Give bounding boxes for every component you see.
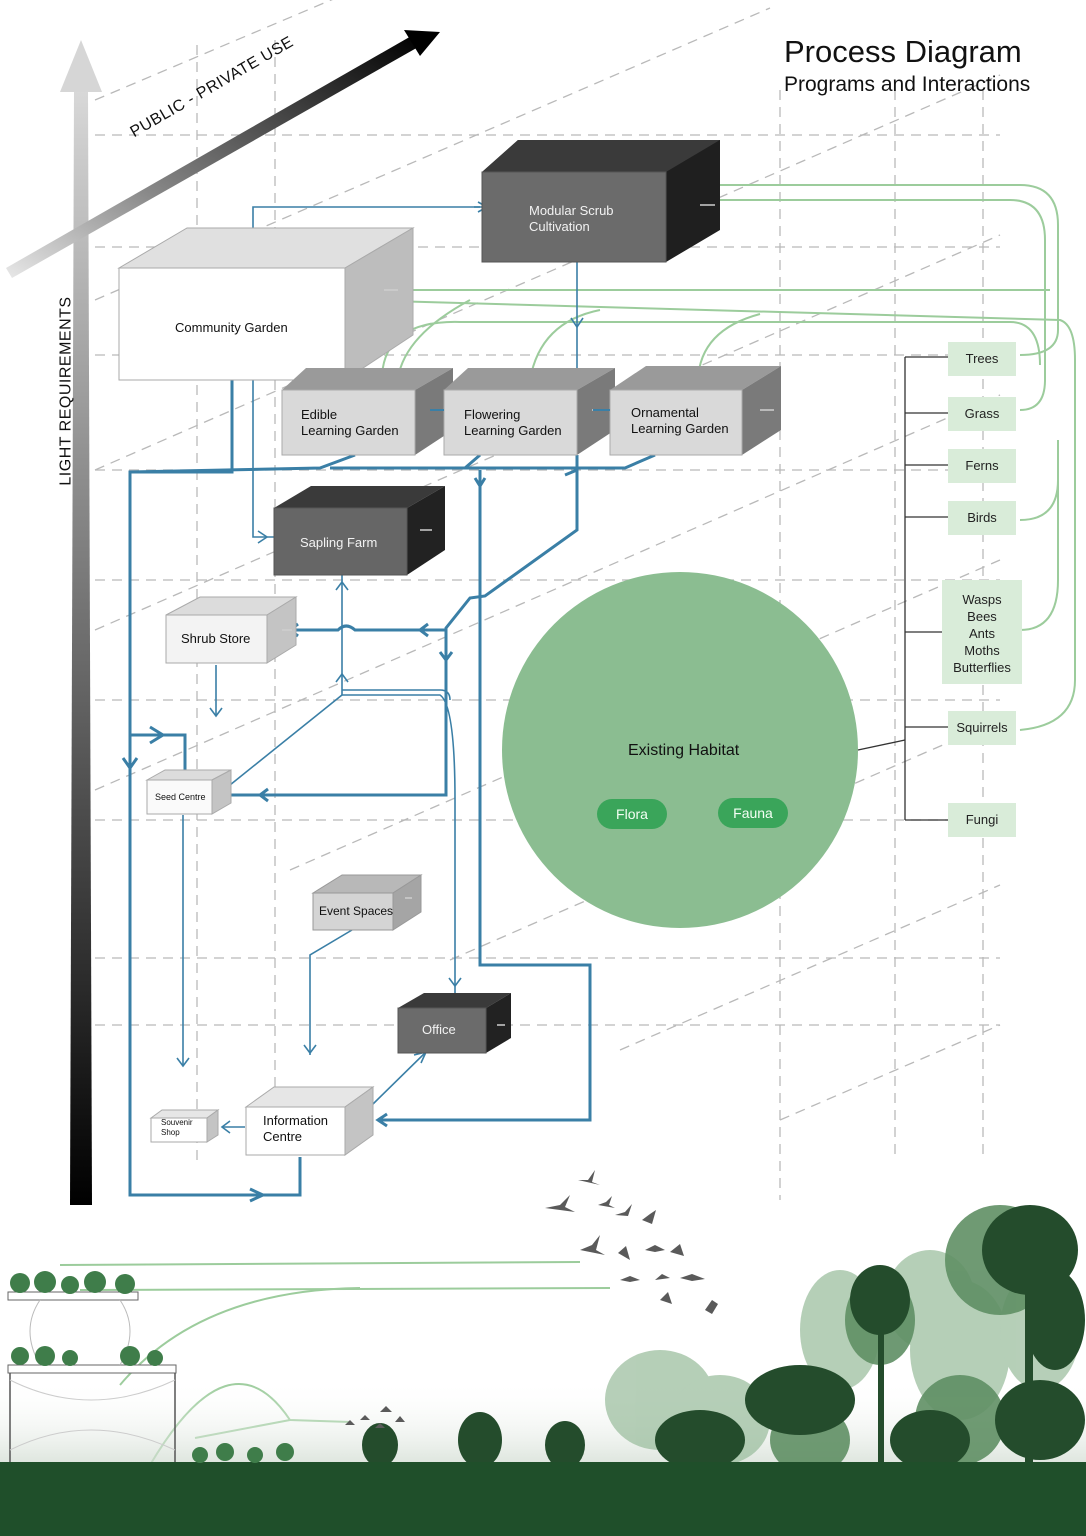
page-title: Process Diagram <box>784 34 1022 69</box>
existing-habitat-circle <box>502 572 858 928</box>
modular-scrub-structure <box>7 1271 294 1463</box>
species-squirrels: Squirrels <box>948 711 1016 745</box>
species-birds: Birds <box>948 501 1016 535</box>
office-label: Office <box>422 1022 456 1037</box>
existing-habitat-label: Existing Habitat <box>628 742 740 759</box>
office-box <box>397 993 511 1054</box>
fauna-pill: Fauna <box>718 798 788 828</box>
flowering-garden-box <box>443 368 615 456</box>
community-garden-label: Community Garden <box>175 320 288 335</box>
species-fungi: Fungi <box>948 803 1016 837</box>
blue-arrowheads-thin <box>176 201 584 1134</box>
seed-centre-label: Seed Centre <box>155 792 206 802</box>
species-tree-lines <box>857 356 948 821</box>
shrub-store-label: Shrub Store <box>181 631 251 646</box>
souvenir-shop-box <box>149 1109 220 1143</box>
page-subtitle: Programs and Interactions <box>784 73 1031 96</box>
species-insects: Wasps Bees Ants Moths Butterflies <box>942 580 1022 684</box>
species-trees: Trees <box>948 342 1016 376</box>
flowering-garden-label: Flowering Learning Garden <box>464 407 562 438</box>
shrub-store-box <box>165 596 298 664</box>
public-private-axis <box>6 30 440 278</box>
community-garden-box <box>117 227 415 381</box>
information-centre-label: Information Centre <box>263 1113 329 1144</box>
blue-flow-lines-thick <box>128 380 656 1197</box>
species-grass: Grass <box>948 397 1016 431</box>
modular-scrub-box <box>481 140 720 263</box>
edible-garden-label: Edible Learning Garden <box>301 407 399 438</box>
event-spaces-box <box>311 874 423 931</box>
light-requirements-label: LIGHT REQUIREMENTS <box>57 296 75 486</box>
light-requirements-axis <box>60 40 102 1205</box>
souvenir-shop-label: Souvenir Shop <box>161 1118 193 1137</box>
ornamental-garden-label: Ornamental Learning Garden <box>631 405 729 436</box>
seed-centre-box <box>145 769 232 815</box>
sapling-farm-box <box>273 486 445 576</box>
sapling-farm-label: Sapling Farm <box>300 535 378 550</box>
forest-landscape <box>0 1205 1086 1536</box>
birds-flock <box>345 1170 718 1428</box>
information-centre-box <box>244 1086 375 1156</box>
edible-garden-box <box>281 368 453 456</box>
event-spaces-label: Event Spaces <box>319 904 394 918</box>
modular-scrub-label: Modular Scrub Cultivation <box>529 203 614 234</box>
species-ferns: Ferns <box>948 449 1016 483</box>
flora-pill: Flora <box>597 799 667 829</box>
